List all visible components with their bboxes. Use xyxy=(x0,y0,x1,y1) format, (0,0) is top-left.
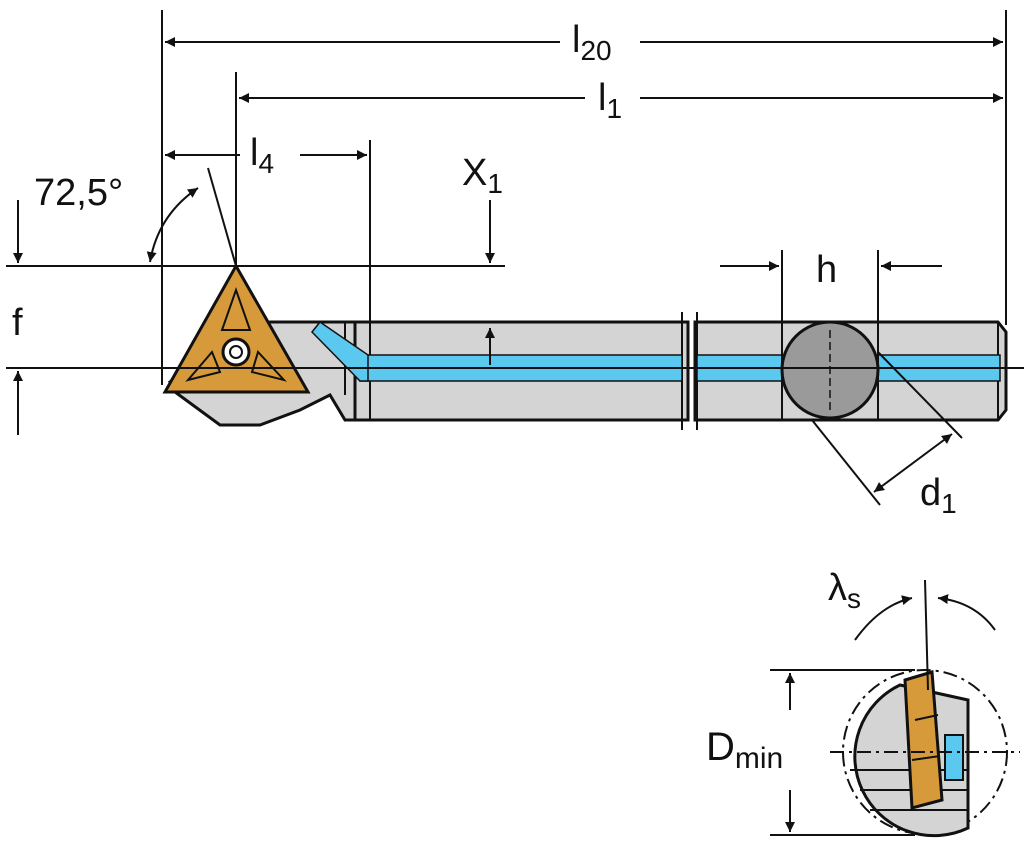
l1-main: l xyxy=(598,77,606,119)
dimension-angle: 72,5° xyxy=(34,172,199,263)
dmin-sub: min xyxy=(735,742,783,775)
svg-text:λs: λs xyxy=(828,567,861,614)
l4-sub: 4 xyxy=(258,148,274,179)
h-label: h xyxy=(816,249,837,291)
svg-text:Dmin: Dmin xyxy=(706,725,783,775)
l20-main: l xyxy=(572,19,580,61)
angle-label: 72,5° xyxy=(34,172,123,214)
svg-text:l1: l1 xyxy=(598,77,622,124)
x1-main: X xyxy=(462,152,487,194)
svg-text:l20: l20 xyxy=(572,19,612,66)
dimension-lambda-s: λs xyxy=(828,567,996,641)
l1-sub: 1 xyxy=(606,93,622,124)
dimension-l4: l4 xyxy=(165,132,367,179)
dimension-x1: X1 xyxy=(462,152,503,365)
dmin-main: D xyxy=(706,725,735,769)
dimension-f: f xyxy=(12,200,23,435)
svg-text:X1: X1 xyxy=(462,152,503,199)
svg-text:l4: l4 xyxy=(250,132,274,179)
x1-sub: 1 xyxy=(487,168,503,199)
end-view xyxy=(770,579,1020,838)
f-label: f xyxy=(12,302,23,344)
l4-main: l xyxy=(250,132,258,174)
dimension-l1: l1 xyxy=(239,77,1003,124)
lambda-main: λ xyxy=(828,567,847,609)
dimension-l20: l20 xyxy=(165,19,1003,66)
tool-shank xyxy=(168,312,1008,430)
d1-main: d xyxy=(920,472,941,514)
l20-sub: 20 xyxy=(580,35,611,66)
extension-lines xyxy=(6,10,1007,385)
d1-sub: 1 xyxy=(941,488,957,519)
dimension-h: h xyxy=(720,249,942,291)
lambda-sub: s xyxy=(847,583,861,614)
dimension-d1: d1 xyxy=(811,351,963,519)
svg-text:d1: d1 xyxy=(920,472,957,519)
dimension-d-min: Dmin xyxy=(706,673,795,832)
shank-cross-section xyxy=(780,320,880,420)
cutting-insert xyxy=(162,262,311,394)
